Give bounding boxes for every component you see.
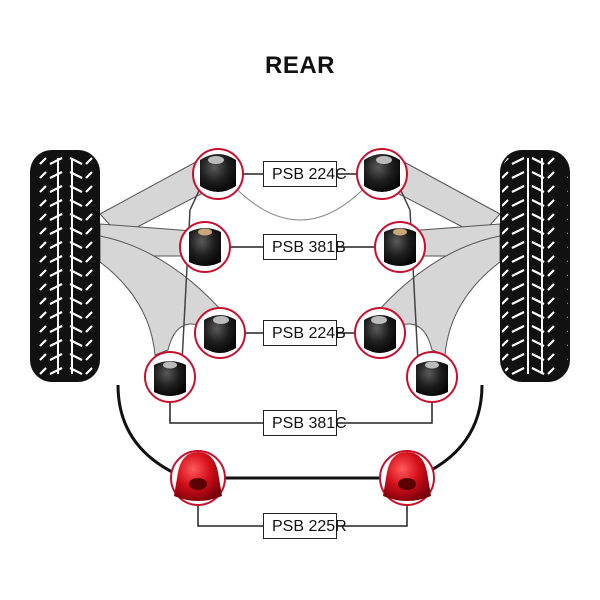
bushing-225r-right: [379, 450, 435, 506]
label-psb-381c: PSB 381C: [263, 410, 347, 436]
right-tire: [500, 150, 570, 382]
anti-roll-bar: [116, 384, 484, 480]
diagram-title: REAR: [264, 52, 335, 79]
bushing-224b-left: [194, 307, 246, 359]
bushing-224b-right: [354, 307, 406, 359]
lower-left-arm: [99, 235, 233, 356]
bushing-381c-right: [406, 351, 458, 403]
left-tire: [30, 150, 100, 382]
bushing-224c-right: [356, 148, 408, 200]
connector-lines: [169, 173, 433, 527]
bushing-225r-left: [170, 450, 226, 506]
bushing-224c-left: [192, 148, 244, 200]
bushing-381c-left: [144, 351, 196, 403]
label-psb-225r: PSB 225R: [263, 513, 347, 539]
bushing-381b-left: [179, 221, 231, 273]
label-psb-381b: PSB 381B: [263, 234, 346, 260]
lower-right-arm: [367, 235, 501, 356]
label-psb-224b: PSB 224B: [263, 320, 346, 346]
bushing-381b-right: [374, 221, 426, 273]
label-psb-224c: PSB 224C: [263, 161, 347, 187]
